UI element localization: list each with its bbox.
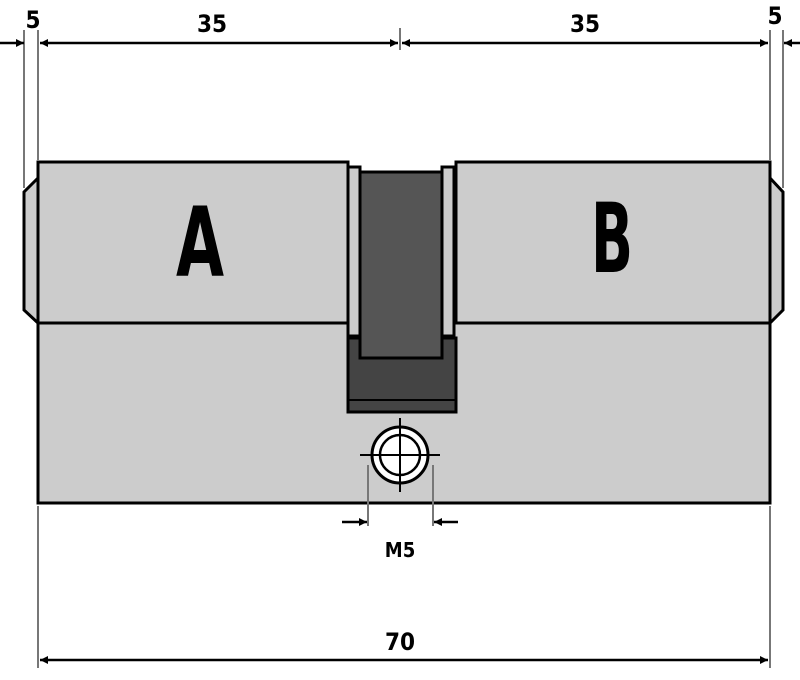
cam-blade bbox=[358, 170, 444, 360]
dim-label-right-5: 5 bbox=[767, 2, 782, 30]
cam-slot bbox=[346, 165, 458, 414]
body-side-a bbox=[36, 160, 350, 325]
side-a-label: A bbox=[176, 187, 224, 299]
dim-label-left-5: 5 bbox=[25, 6, 40, 34]
cam-wall-left bbox=[346, 165, 362, 338]
cam-wall-right bbox=[440, 165, 456, 338]
plug-end-left bbox=[22, 174, 40, 327]
dim-label-m5: M5 bbox=[385, 538, 415, 562]
side-b-label: B bbox=[591, 183, 633, 295]
dim-label-right-35: 35 bbox=[570, 10, 600, 38]
body-side-b bbox=[454, 160, 772, 325]
dim-label-total: 70 bbox=[385, 628, 415, 656]
plug-end-right bbox=[768, 174, 785, 327]
screw-hole-icon bbox=[360, 418, 440, 492]
dim-label-left-35: 35 bbox=[197, 10, 227, 38]
extension-lines bbox=[23, 28, 784, 668]
